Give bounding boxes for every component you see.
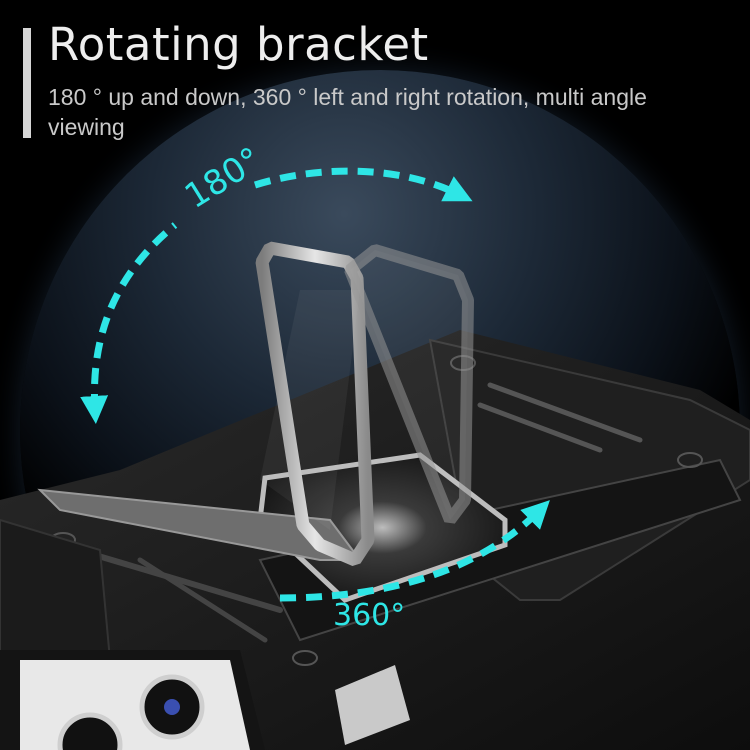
grip-texture-strip bbox=[258, 458, 742, 642]
rotation-360-label: 360° bbox=[333, 598, 406, 633]
page-title: Rotating bracket bbox=[48, 18, 429, 71]
vertical-rotation-arrow bbox=[80, 222, 178, 424]
rotating-bracket bbox=[255, 241, 474, 566]
camera-lens bbox=[57, 712, 123, 750]
feature-description: 180 ° up and down, 360 ° left and right … bbox=[48, 84, 647, 140]
camera-module bbox=[20, 660, 250, 750]
side-button bbox=[335, 665, 410, 745]
horizontal-rotation-arrow bbox=[279, 500, 550, 602]
title-accent-bar bbox=[23, 28, 31, 138]
